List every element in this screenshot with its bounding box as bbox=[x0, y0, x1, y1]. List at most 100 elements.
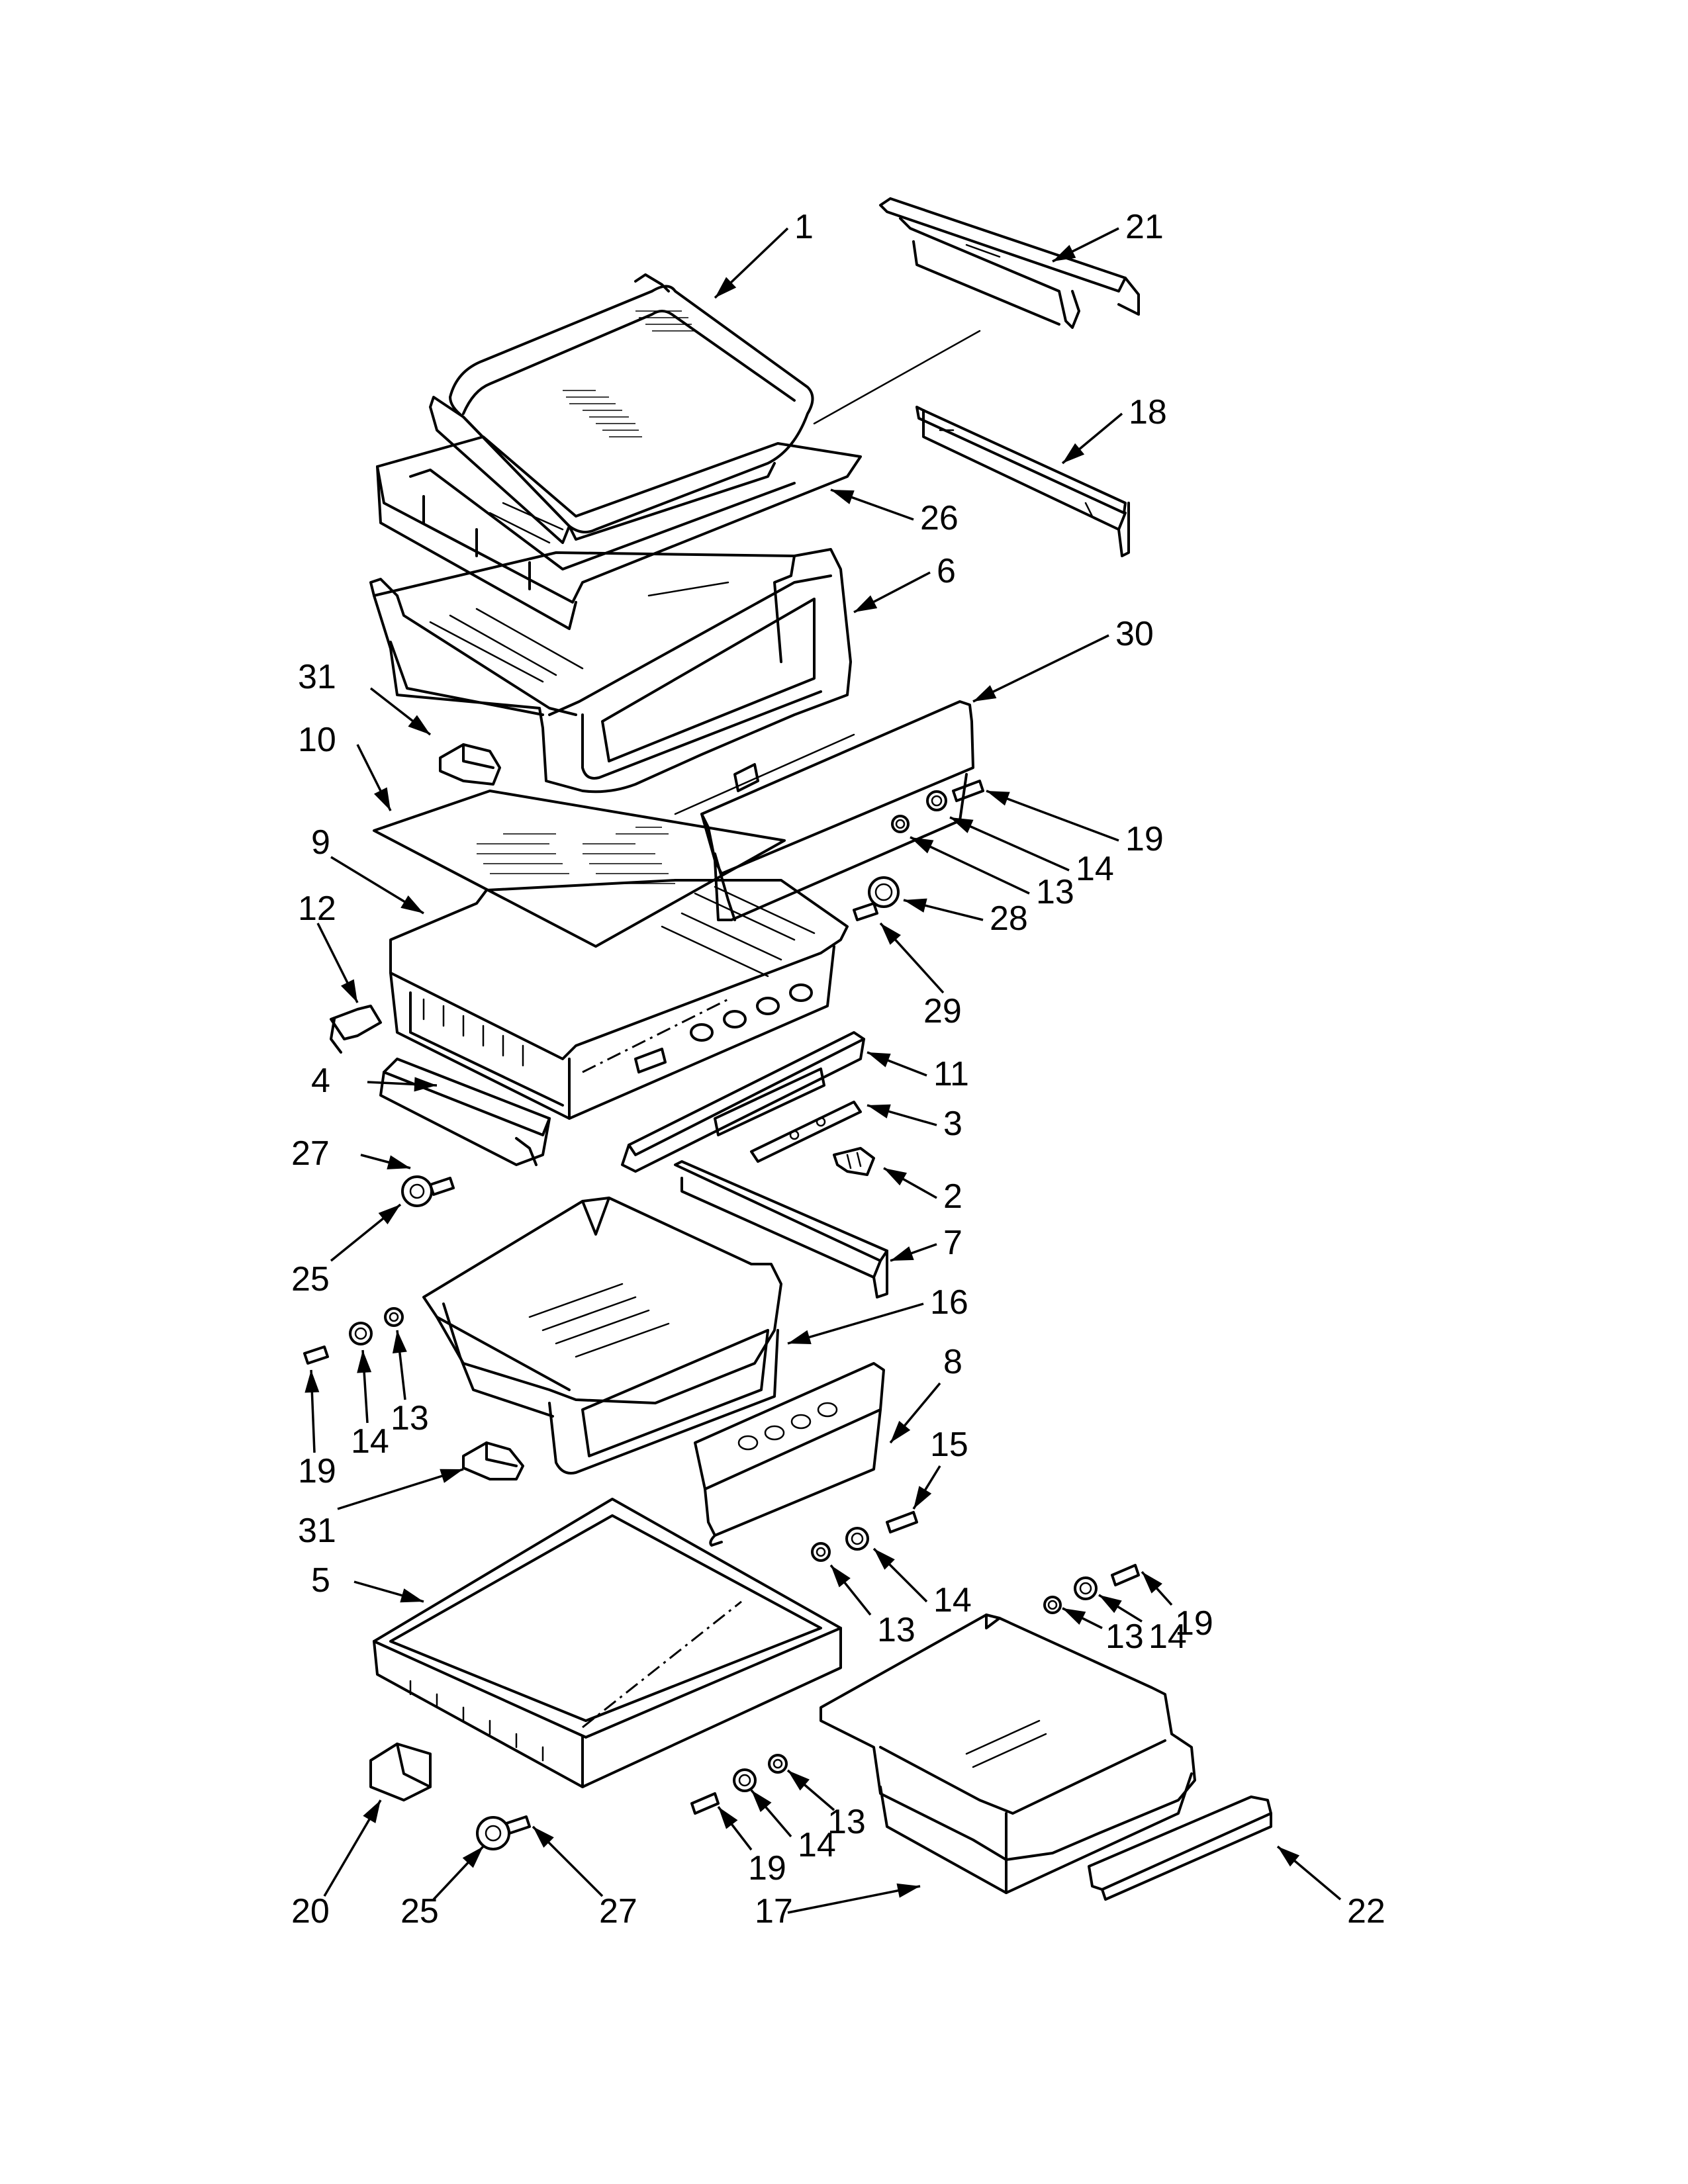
arrowhead-10 bbox=[373, 787, 391, 811]
connector-shelf-rail bbox=[813, 330, 981, 425]
callout-1: 1 bbox=[794, 208, 814, 246]
arrowhead-13c bbox=[831, 1565, 851, 1588]
arrowhead-27b bbox=[533, 1827, 554, 1848]
part-26-shelf-frame bbox=[376, 435, 862, 630]
part-30-panel bbox=[700, 700, 974, 921]
arrowhead-13e bbox=[788, 1770, 810, 1791]
arrowhead-6 bbox=[854, 595, 878, 612]
callout-17: 17 bbox=[755, 1892, 793, 1931]
arrowhead-14a bbox=[950, 817, 974, 833]
part-9-shelf-frame bbox=[389, 879, 849, 1120]
callout-26: 26 bbox=[920, 499, 959, 537]
arrowhead-9 bbox=[400, 895, 424, 913]
callout-11: 11 bbox=[933, 1055, 969, 1093]
arrowhead-19c bbox=[1142, 1572, 1162, 1594]
part-16-crisper-drawer bbox=[422, 1197, 782, 1475]
part-8-front bbox=[694, 1362, 885, 1547]
leader-19a bbox=[986, 790, 1119, 842]
callout-9: 9 bbox=[311, 823, 330, 862]
arrowhead-17 bbox=[896, 1883, 920, 1898]
leader-lines bbox=[305, 227, 1342, 1914]
callout-12: 12 bbox=[298, 889, 336, 928]
arrowhead-7 bbox=[890, 1246, 914, 1261]
arrowhead-21 bbox=[1053, 244, 1076, 261]
part-3-clip-strip bbox=[750, 1101, 862, 1163]
arrowhead-1 bbox=[715, 277, 737, 298]
callout-7: 7 bbox=[943, 1224, 962, 1262]
callout-3: 3 bbox=[943, 1105, 962, 1143]
arrowhead-19d bbox=[718, 1807, 738, 1829]
callout-8: 8 bbox=[943, 1343, 962, 1381]
part-2-clip bbox=[833, 1147, 875, 1176]
arrowhead-26 bbox=[831, 490, 855, 504]
callout-13c: 13 bbox=[877, 1611, 915, 1649]
arrowhead-13d bbox=[1062, 1608, 1086, 1625]
callout-13b: 13 bbox=[391, 1399, 429, 1437]
arrowhead-2 bbox=[884, 1168, 908, 1186]
callout-19b: 19 bbox=[298, 1452, 336, 1490]
callout-15: 15 bbox=[930, 1426, 968, 1464]
callout-5: 5 bbox=[311, 1561, 330, 1600]
arrowhead-16 bbox=[788, 1330, 812, 1345]
arrowhead-14b bbox=[357, 1350, 372, 1373]
callout-4: 4 bbox=[311, 1062, 330, 1100]
arrowhead-13b bbox=[392, 1330, 407, 1354]
callout-10: 10 bbox=[298, 721, 336, 759]
arrowhead-8 bbox=[890, 1420, 911, 1443]
callout-19a: 19 bbox=[1125, 820, 1164, 858]
callout-28: 28 bbox=[990, 899, 1028, 938]
arrowhead-25b bbox=[462, 1846, 483, 1868]
callout-29: 29 bbox=[923, 992, 962, 1030]
arrowhead-14d bbox=[1099, 1595, 1122, 1614]
callout-21: 21 bbox=[1125, 208, 1164, 246]
callout-22: 22 bbox=[1347, 1892, 1385, 1931]
callout-20: 20 bbox=[291, 1892, 330, 1931]
arrowhead-31b bbox=[440, 1469, 463, 1483]
arrowhead-19a bbox=[986, 791, 1010, 806]
part-4-trim bbox=[379, 1058, 551, 1166]
callout-14d: 14 bbox=[1149, 1617, 1187, 1656]
arrowhead-20 bbox=[363, 1800, 381, 1823]
callout-labels: 1 2 3 4 5 6 7 8 9 10 11 12 13 13 13 13 1… bbox=[291, 208, 1385, 1931]
arrowhead-30 bbox=[973, 685, 997, 702]
part-12-trim bbox=[330, 1005, 382, 1054]
callout-14e: 14 bbox=[798, 1826, 836, 1864]
callout-14c: 14 bbox=[933, 1581, 972, 1619]
part-11-rail bbox=[621, 1031, 865, 1173]
part-17-crisper bbox=[820, 1614, 1196, 1894]
callout-27b: 27 bbox=[599, 1892, 637, 1931]
callout-13e: 13 bbox=[827, 1803, 866, 1841]
arrowhead-12 bbox=[340, 979, 357, 1003]
arrowhead-29 bbox=[880, 923, 901, 945]
callout-25a: 25 bbox=[291, 1260, 330, 1298]
part-10-glass-sheet bbox=[373, 790, 786, 948]
arrowhead-13a bbox=[910, 837, 934, 854]
part-31-cover-upper bbox=[439, 743, 501, 786]
part-22-handle bbox=[1088, 1796, 1272, 1901]
leader-16 bbox=[787, 1302, 924, 1345]
callout-16: 16 bbox=[930, 1283, 968, 1322]
callout-13a: 13 bbox=[1036, 873, 1074, 911]
callout-19d: 19 bbox=[748, 1849, 786, 1888]
part-6-drawer bbox=[369, 548, 852, 794]
arrowhead-4 bbox=[414, 1077, 437, 1092]
arrowhead-22 bbox=[1278, 1846, 1300, 1867]
arrowhead-3 bbox=[867, 1104, 891, 1118]
connector-frame-rail bbox=[674, 733, 855, 815]
callout-13d: 13 bbox=[1105, 1617, 1144, 1656]
part-7-rail bbox=[674, 1160, 888, 1298]
arrowhead-27a bbox=[387, 1155, 410, 1169]
arrowhead-31a bbox=[408, 715, 430, 735]
part-1-glass-shelf bbox=[429, 273, 814, 544]
callout-31a: 31 bbox=[298, 658, 336, 696]
arrowhead-14e bbox=[751, 1790, 772, 1812]
arrowhead-15 bbox=[914, 1486, 932, 1509]
callout-18: 18 bbox=[1129, 393, 1167, 432]
arrowhead-18 bbox=[1062, 443, 1085, 463]
hardware-group bbox=[303, 780, 1140, 1850]
callout-25b: 25 bbox=[400, 1892, 439, 1931]
arrowhead-25a bbox=[378, 1205, 400, 1224]
arrowhead-14c bbox=[874, 1549, 895, 1570]
arrowhead-19b bbox=[305, 1370, 320, 1393]
